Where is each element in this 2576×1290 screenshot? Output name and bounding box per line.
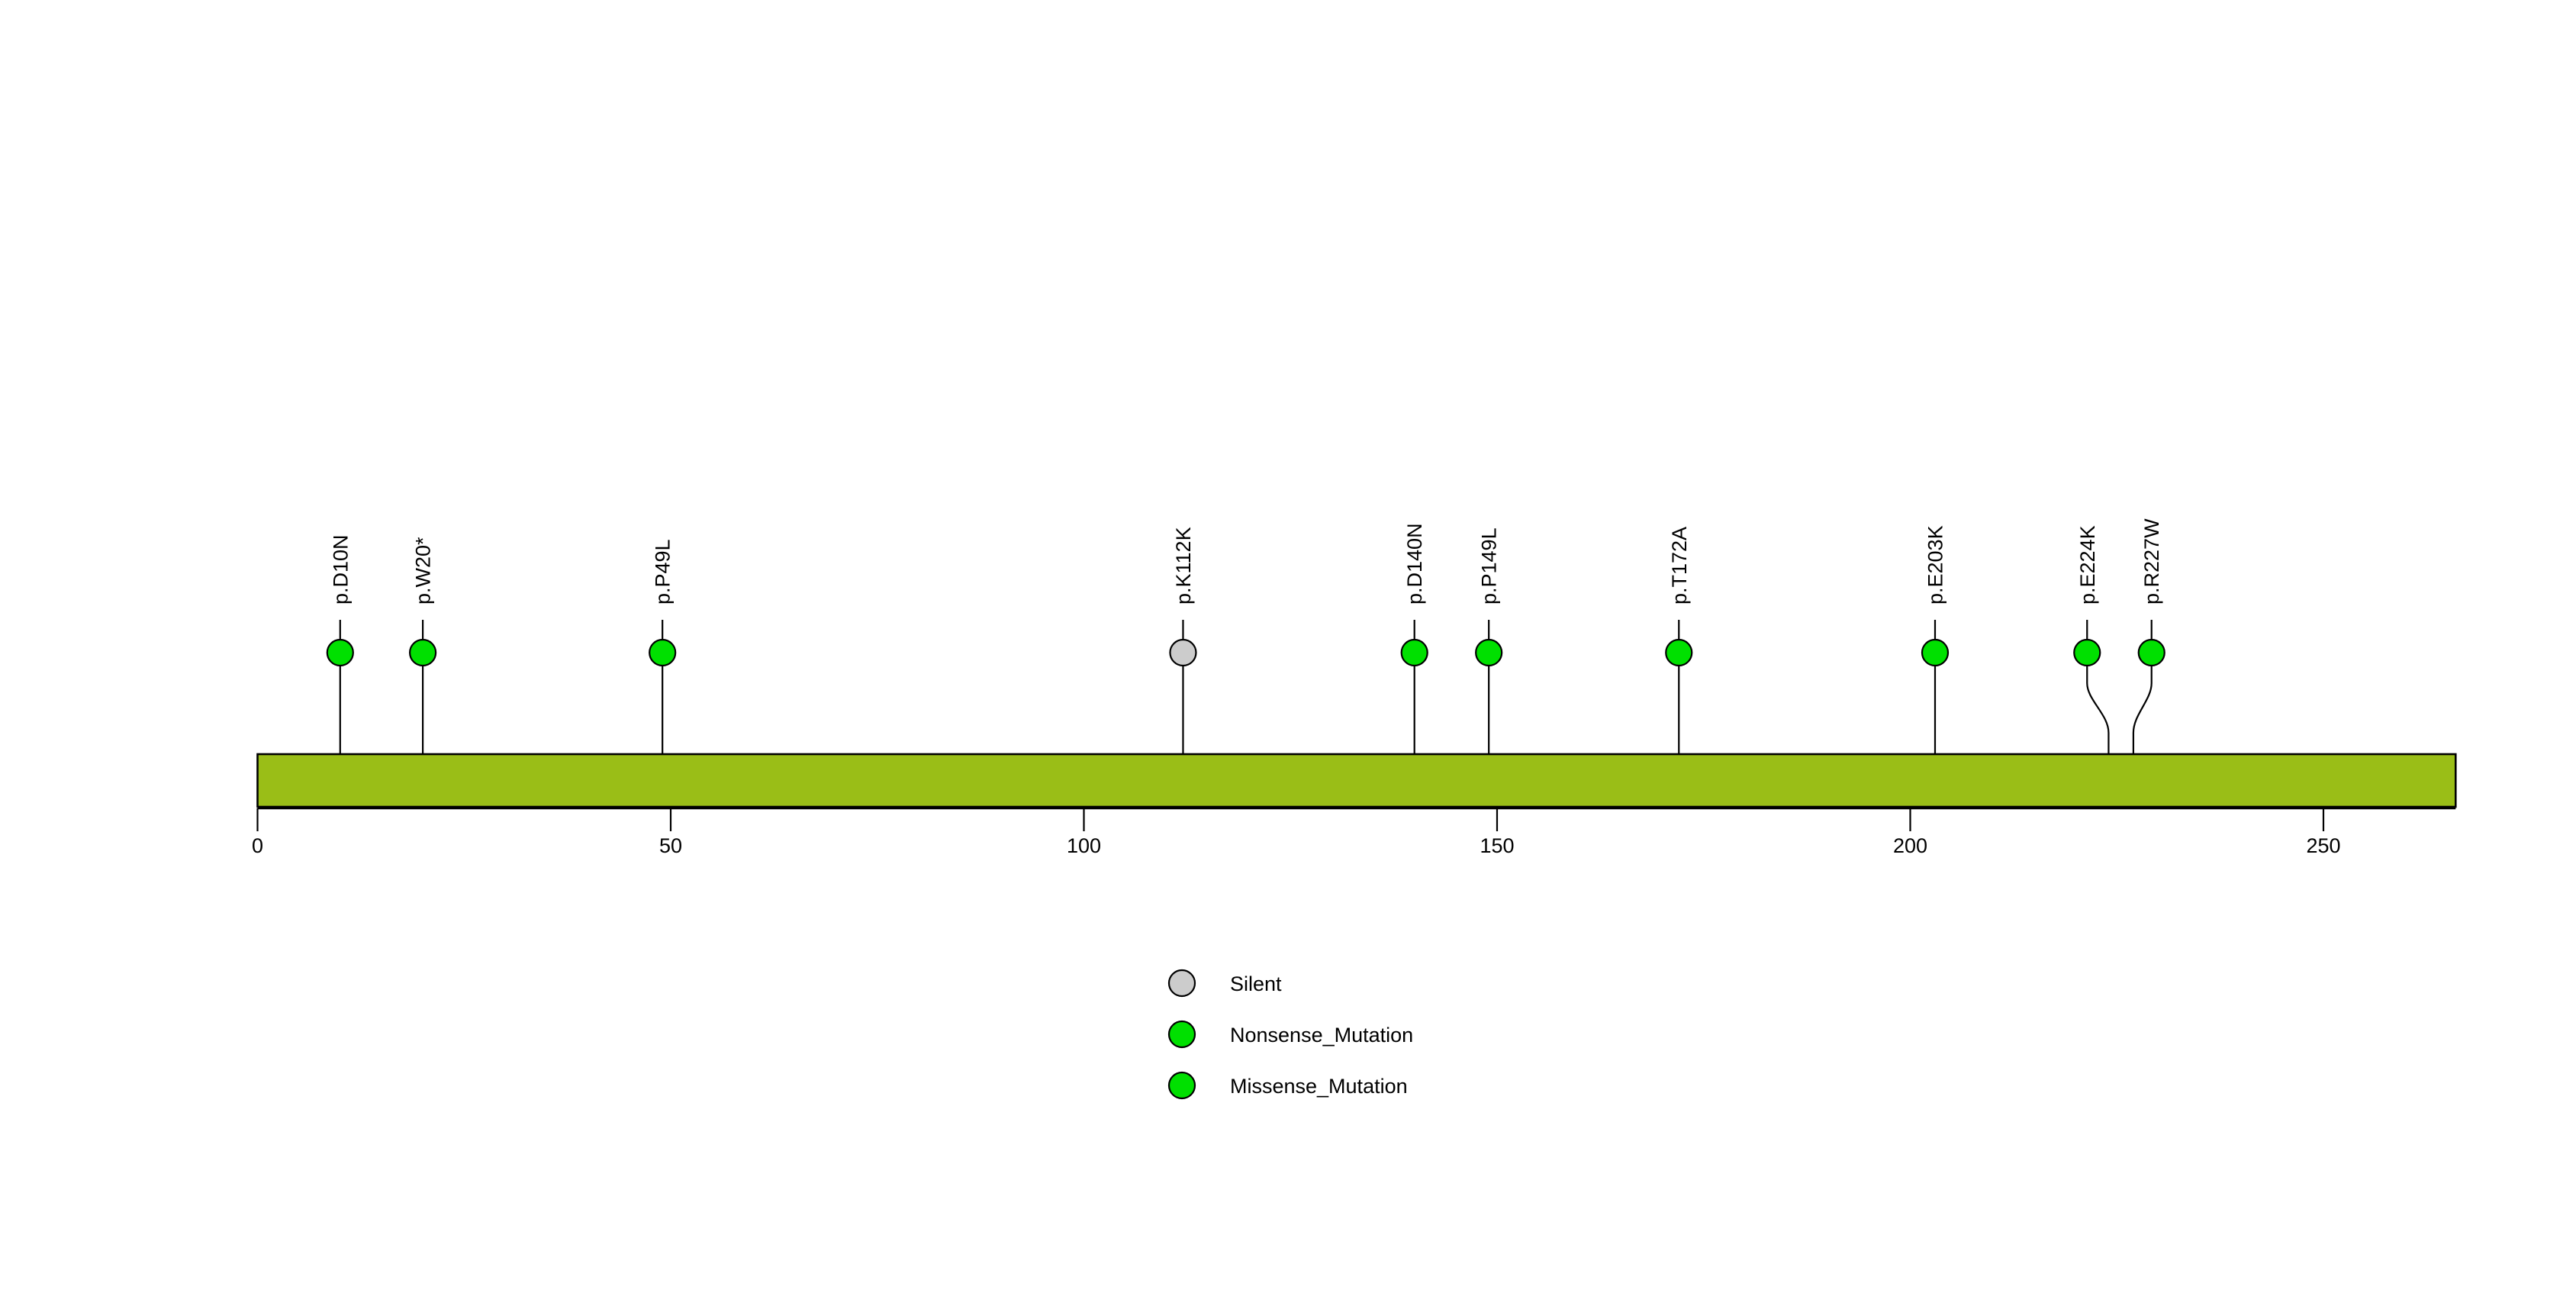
legend-swatch-Silent xyxy=(1167,969,1196,998)
mutation-dot-pE203K[interactable] xyxy=(1921,638,1950,667)
x-axis-tick-label-200: 200 xyxy=(1893,834,1927,857)
x-axis-tick-label-50: 50 xyxy=(659,834,682,857)
mutation-dot-pD10N[interactable] xyxy=(326,638,354,667)
mutation-label-pW20: p.W20* xyxy=(412,537,435,605)
mutation-label-pE224K: p.E224K xyxy=(2076,525,2099,605)
mutation-label-pD140N: p.D140N xyxy=(1403,523,1426,605)
x-axis-tick-label-0: 0 xyxy=(252,834,263,857)
mutation-dot-pP149L[interactable] xyxy=(1475,638,1503,667)
mutation-dot-pK112K[interactable] xyxy=(1169,638,1197,667)
mutation-labels-group: p.D10N p.W20* p.P49L p.K112K p.D140N p.P149L p… xyxy=(329,518,2163,605)
mutation-label-pR227W: p.R227W xyxy=(2140,518,2163,605)
x-axis-tick-label-250: 250 xyxy=(2306,834,2340,857)
mutation-label-pE203K: p.E203K xyxy=(1924,525,1946,605)
mutation-stem-pR227W xyxy=(2132,620,2153,807)
mutation-dot-pP49L[interactable] xyxy=(649,638,677,667)
mutation-label-pK112K: p.K112K xyxy=(1172,527,1195,605)
legend-swatch-NonsenseMutation xyxy=(1167,1020,1196,1049)
mutation-label-pT172A: p.T172A xyxy=(1668,527,1691,605)
protein-backbone-bar xyxy=(256,753,2457,808)
x-axis-group: 0 50 100 150 200 250 xyxy=(252,807,2456,857)
legend-label-MissenseMutation: Missense_Mutation xyxy=(1230,1075,1408,1098)
x-axis-tick-label-100: 100 xyxy=(1067,834,1101,857)
legend-label-Silent: Silent xyxy=(1230,972,1282,995)
mutation-dots-group xyxy=(326,638,2165,667)
mutation-dot-pR227W[interactable] xyxy=(2137,638,2165,667)
x-axis-tick-label-150: 150 xyxy=(1480,834,1514,857)
mutation-dot-pT172A[interactable] xyxy=(1665,638,1693,667)
mutation-label-pP149L: p.P149L xyxy=(1478,527,1501,605)
legend-swatch-MissenseMutation xyxy=(1167,1071,1196,1100)
legend-label-NonsenseMutation: Nonsense_Mutation xyxy=(1230,1024,1413,1047)
mutation-dot-pD140N[interactable] xyxy=(1400,638,1428,667)
protein-bar-group xyxy=(256,753,2457,808)
mutation-label-pD10N: p.D10N xyxy=(329,534,352,605)
mutation-dot-pW20[interactable] xyxy=(408,638,437,667)
mutation-stem-pE224K xyxy=(2086,620,2110,807)
mutation-label-pP49L: p.P49L xyxy=(652,539,675,605)
mutation-dot-pE224K[interactable] xyxy=(2073,638,2101,667)
